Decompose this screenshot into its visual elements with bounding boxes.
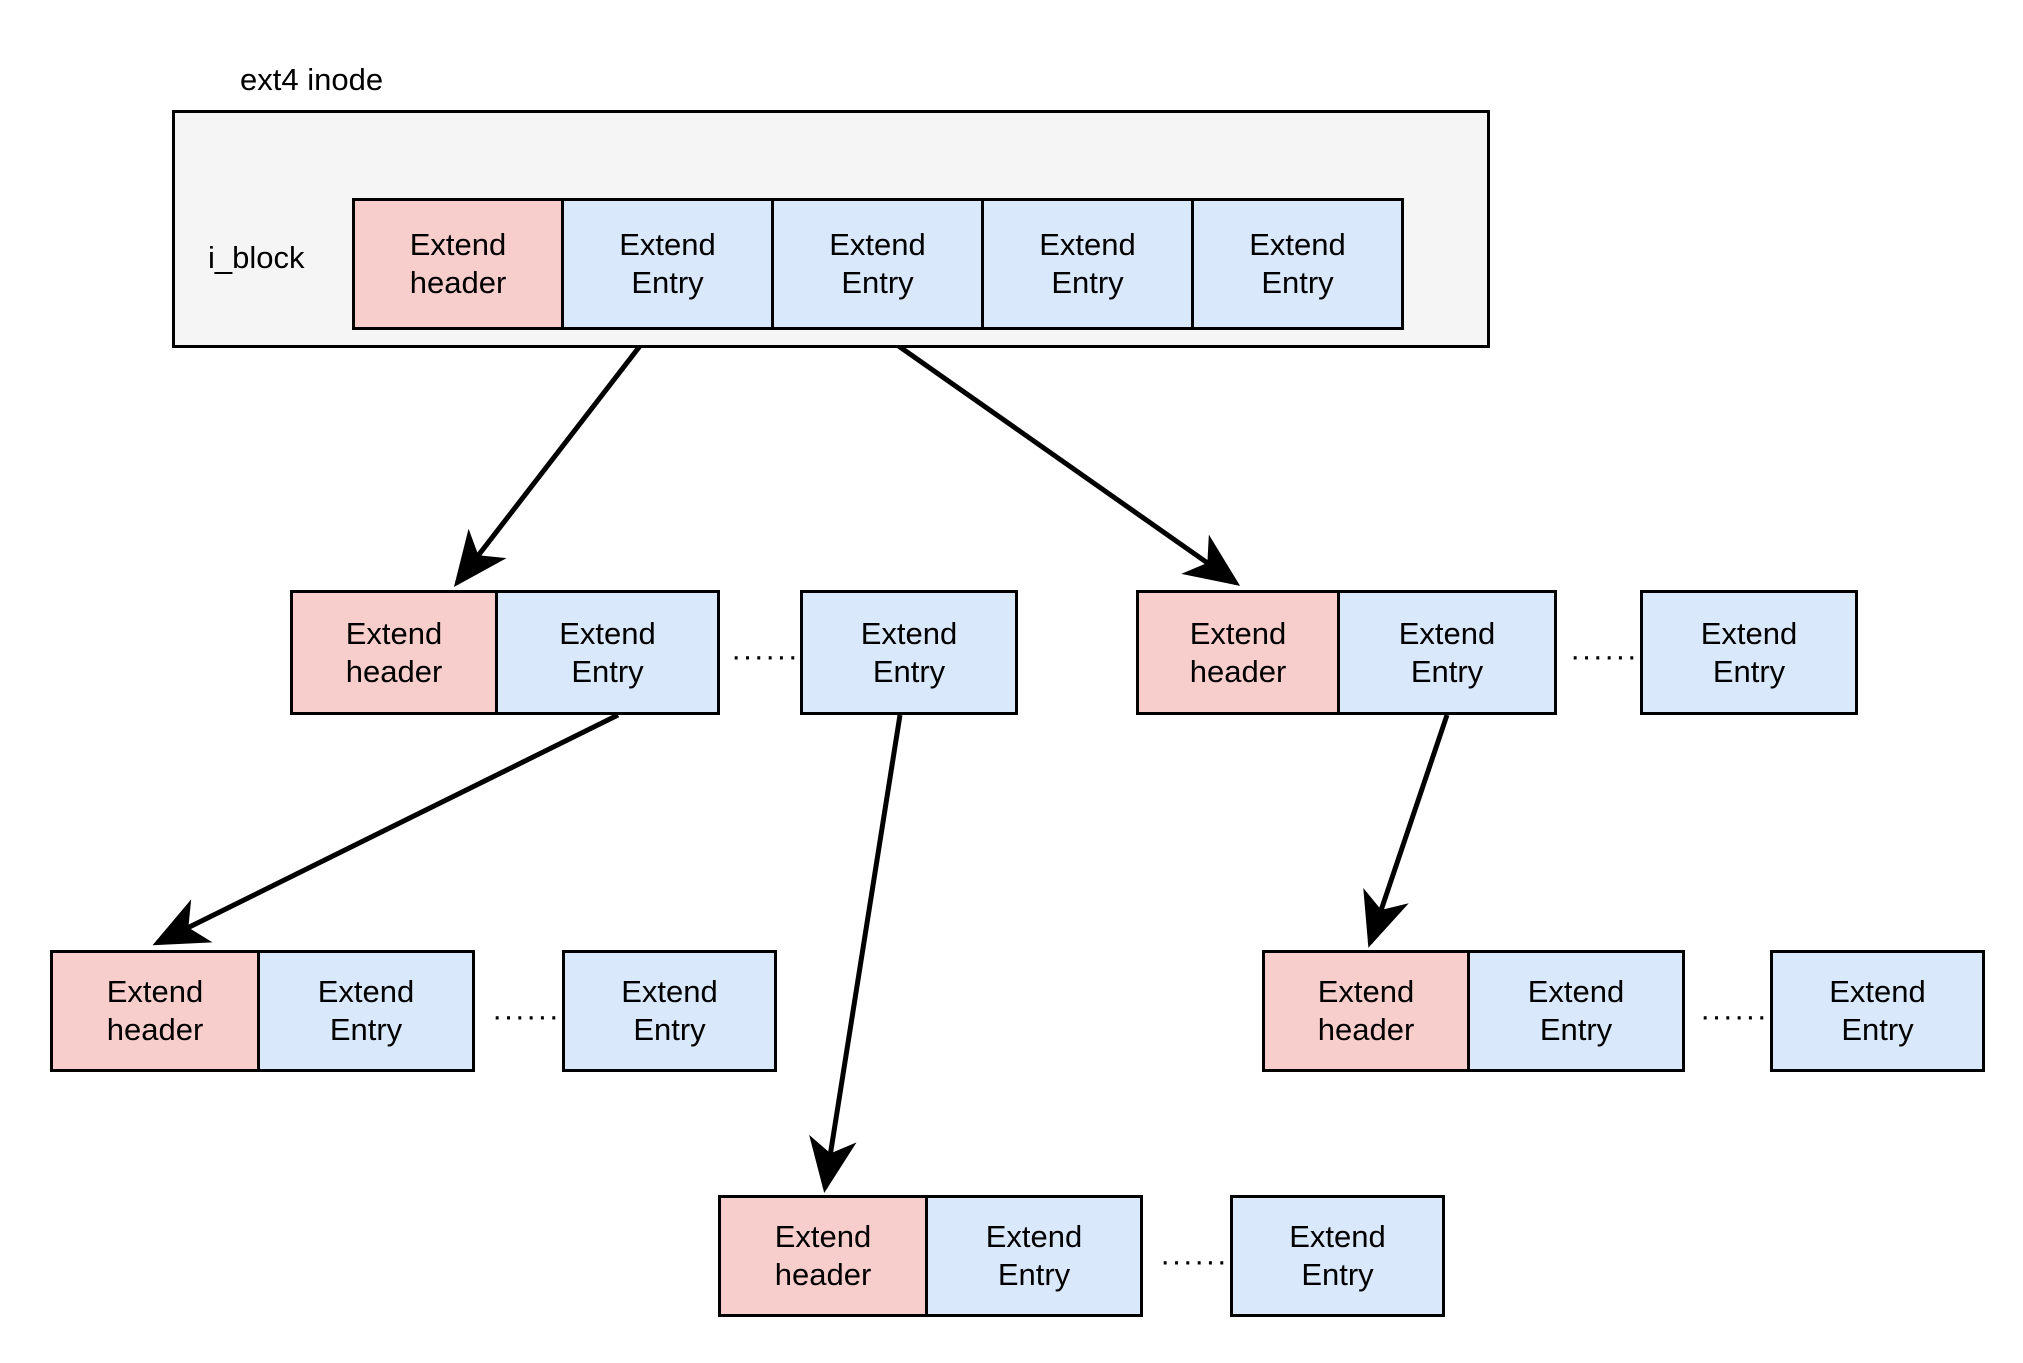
cell-line-2: header [1189, 653, 1287, 689]
cell-line-2: Entry [1051, 265, 1124, 300]
diagram-title: ext4 inode [240, 62, 384, 97]
level4-center-ellipsis: ······ [1160, 1243, 1228, 1278]
level4-center-extend-entry-1[interactable]: Extend Entry [928, 1195, 1143, 1317]
cell-line-1: Extend [829, 227, 926, 263]
cell-line-2: Entry [1410, 653, 1484, 689]
level3-right-extend-header[interactable]: Extend header [1262, 950, 1470, 1072]
cell-line-2: Entry [1261, 265, 1334, 300]
level3-left-extend-header[interactable]: Extend header [50, 950, 260, 1072]
cell-line-2: Entry [1539, 1012, 1613, 1047]
arrow-level2-left-entry-to-level3-left [152, 712, 620, 946]
level2-left-extend-entry-1[interactable]: Extend Entry [498, 590, 720, 715]
level2-right-ellipsis: ······ [1570, 638, 1638, 673]
arrow-inode-entry2-to-level2-right [878, 330, 1241, 586]
cell-line-1: Extend [619, 227, 716, 263]
cell-line-1: Extend [317, 974, 415, 1010]
cell-line-2: header [1317, 1012, 1415, 1047]
cell-line-2: header [345, 653, 443, 689]
level3-left-extend-entry-1[interactable]: Extend Entry [260, 950, 475, 1072]
cell-line-1: Extend [345, 615, 443, 651]
inode-extend-entry-3[interactable]: Extend Entry [984, 198, 1194, 330]
cell-line-2: Entry [571, 653, 644, 689]
level2-right-extend-entry-last[interactable]: Extend Entry [1640, 590, 1858, 715]
level3-right-ellipsis: ······ [1700, 998, 1768, 1033]
cell-line-2: Entry [1301, 1257, 1374, 1292]
level2-left-extend-header[interactable]: Extend header [290, 590, 498, 715]
level2-left-extend-entry-last[interactable]: Extend Entry [800, 590, 1018, 715]
cell-line-2: Entry [631, 265, 704, 300]
arrow-inode-entry1-to-level2-left [453, 331, 652, 587]
level2-left-ellipsis: ······ [731, 638, 799, 673]
cell-line-2: Entry [1712, 653, 1786, 689]
arrow-level2-right-entry-to-level3-right [1363, 714, 1450, 948]
cell-line-1: Extend [1527, 974, 1625, 1010]
level2-right-extend-header[interactable]: Extend header [1136, 590, 1340, 715]
inode-extend-entry-1[interactable]: Extend Entry [564, 198, 774, 330]
level3-right-extend-entry-last[interactable]: Extend Entry [1770, 950, 1985, 1072]
cell-line-2: header [774, 1257, 872, 1292]
i-block-label: i_block [208, 240, 305, 275]
cell-line-2: header [106, 1012, 204, 1047]
inode-extend-entry-4[interactable]: Extend Entry [1194, 198, 1404, 330]
level3-left-extend-entry-last[interactable]: Extend Entry [562, 950, 777, 1072]
level3-left-ellipsis: ······ [492, 998, 560, 1033]
cell-line-1: Extend [1398, 615, 1496, 651]
cell-line-2: Entry [329, 1012, 403, 1047]
cell-line-1: Extend [860, 615, 958, 651]
cell-line-2: Entry [872, 653, 946, 689]
cell-line-2: header [409, 265, 507, 300]
inode-extend-header[interactable]: Extend header [352, 198, 564, 330]
cell-line-1: Extend [1249, 227, 1346, 263]
cell-line-1: Extend [1039, 227, 1136, 263]
cell-line-1: Extend [559, 615, 656, 651]
cell-line-1: Extend [985, 1219, 1083, 1255]
cell-line-1: Extend [1829, 974, 1926, 1010]
cell-line-1: Extend [1700, 615, 1798, 651]
cell-line-1: Extend [621, 974, 718, 1010]
cell-line-2: Entry [1841, 1012, 1914, 1047]
cell-line-2: Entry [841, 265, 914, 300]
level3-right-extend-entry-1[interactable]: Extend Entry [1470, 950, 1685, 1072]
cell-line-2: Entry [633, 1012, 706, 1047]
level2-right-extend-entry-1[interactable]: Extend Entry [1340, 590, 1557, 715]
cell-line-2: Entry [997, 1257, 1071, 1292]
cell-line-1: Extend [774, 1219, 872, 1255]
cell-line-1: Extend [1189, 615, 1287, 651]
cell-line-1: Extend [1289, 1219, 1386, 1255]
arrow-level2-tail-entry-to-level4-center [809, 714, 903, 1193]
inode-extend-entry-2[interactable]: Extend Entry [774, 198, 984, 330]
cell-line-1: Extend [106, 974, 204, 1010]
level4-center-extend-header[interactable]: Extend header [718, 1195, 928, 1317]
cell-line-1: Extend [1317, 974, 1415, 1010]
cell-line-1: Extend [409, 227, 507, 263]
level4-center-extend-entry-last[interactable]: Extend Entry [1230, 1195, 1445, 1317]
